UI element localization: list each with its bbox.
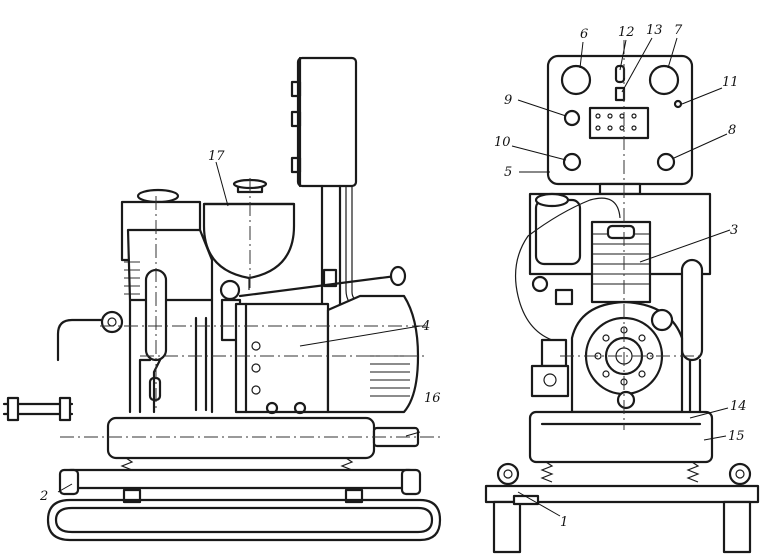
callout-14: 14 <box>730 399 747 414</box>
callout-3: 3 <box>730 223 738 238</box>
callout-9: 9 <box>504 93 512 108</box>
callout-7: 7 <box>674 23 683 38</box>
generator-front <box>530 300 684 414</box>
leader-lines <box>57 37 731 517</box>
callout-1: 1 <box>560 515 568 530</box>
engine-front <box>514 192 712 414</box>
callout-15: 15 <box>728 429 745 444</box>
base-side <box>46 416 442 542</box>
callout-10: 10 <box>494 135 511 150</box>
callout-13: 13 <box>646 23 663 38</box>
control-box-side <box>290 56 358 188</box>
fuel-tank <box>202 178 296 290</box>
callout-6: 6 <box>580 27 588 42</box>
generator-side <box>234 294 420 415</box>
side-view <box>2 56 442 542</box>
callout-11: 11 <box>722 75 739 90</box>
callout-labels: 17 4 16 2 1 3 5 6 7 8 9 10 11 12 13 14 1… <box>39 23 747 530</box>
engine-side <box>2 188 407 422</box>
callout-5: 5 <box>504 165 512 180</box>
callout-4: 4 <box>421 319 430 334</box>
control-panel-front <box>546 54 694 196</box>
callout-17: 17 <box>208 149 225 164</box>
callout-16: 16 <box>424 391 441 406</box>
front-view <box>484 40 760 554</box>
callout-12: 12 <box>618 25 635 40</box>
callout-2: 2 <box>39 489 48 504</box>
callout-8: 8 <box>728 123 736 138</box>
base-front <box>484 410 760 554</box>
